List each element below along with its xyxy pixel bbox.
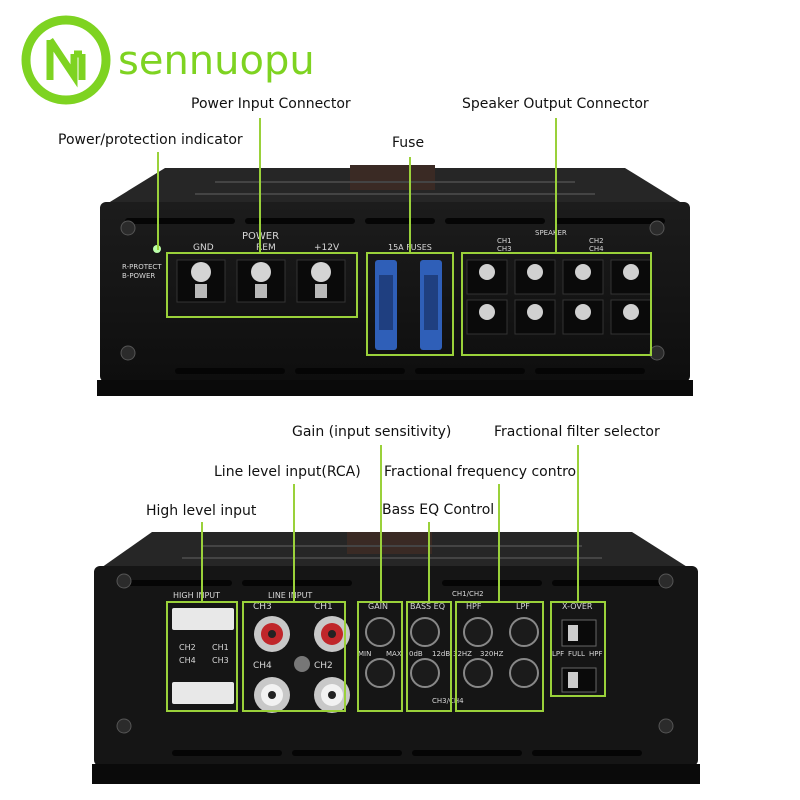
silk-hi-ch1: CH1 xyxy=(212,643,229,652)
silk-mode-full: FULL xyxy=(568,650,585,658)
silk-max: MAX xyxy=(386,650,402,658)
silk-gnd: GND xyxy=(193,243,214,253)
silk-320hz: 320HZ xyxy=(480,650,504,658)
silk-hi-ch4: CH4 xyxy=(179,656,196,665)
silk-lpf: LPF xyxy=(516,602,530,611)
high-input-box xyxy=(166,601,238,712)
callout-speaker-output: Speaker Output Connector xyxy=(462,96,649,112)
bass-eq-box xyxy=(406,601,452,712)
gain-box xyxy=(357,601,403,712)
speaker-connector-box xyxy=(461,252,652,356)
leader-freq xyxy=(498,484,500,601)
silk-hi-ch2: CH2 xyxy=(179,643,196,652)
bottom-amplifier-panel xyxy=(92,532,700,784)
leader-power xyxy=(259,118,261,252)
frequency-box xyxy=(455,601,544,712)
xover-box xyxy=(550,601,606,697)
silk-spk-ch4: CH4 xyxy=(589,245,604,253)
rca-input-box xyxy=(242,601,346,712)
leader-speaker xyxy=(555,118,557,252)
silk-rca-ch4: CH4 xyxy=(253,661,272,671)
callout-rca: Line level input(RCA) xyxy=(214,464,361,480)
callout-fuse: Fuse xyxy=(392,135,425,151)
silk-spk-ch2: CH2 xyxy=(589,237,604,245)
callout-bass-eq: Bass EQ Control xyxy=(382,502,495,518)
silk-rem: REM xyxy=(256,243,276,253)
silk-spk-ch3: CH3 xyxy=(497,245,512,253)
silk-mode-hpf: HPF xyxy=(589,650,603,658)
silk-rca-ch3: CH3 xyxy=(253,602,272,612)
silk-bass-eq: BASS EQ xyxy=(410,602,446,611)
callout-filter-selector: Fractional filter selector xyxy=(494,424,660,440)
callout-indicator: Power/protection indicator xyxy=(58,132,243,148)
silk-rca-ch2: CH2 xyxy=(314,661,333,671)
silk-speaker: SPEAKER xyxy=(535,229,567,237)
silk-hpf: HPF xyxy=(466,602,482,611)
silk-gain: GAIN xyxy=(368,602,389,611)
leader-filter xyxy=(577,445,579,601)
silk-ch1ch2: CH1/CH2 xyxy=(452,590,484,598)
leader-indicator xyxy=(157,152,159,250)
silk-0db: 0dB xyxy=(409,650,423,658)
silk-r-protect: R-PROTECT xyxy=(122,263,162,271)
silk-min: MIN xyxy=(358,650,372,658)
silk-line-input: LINE INPUT xyxy=(268,591,313,600)
silk-high-input: HIGH INPUT xyxy=(173,591,221,600)
callout-freq: Fractional frequency control xyxy=(384,464,580,480)
silk-12v: +12V xyxy=(314,243,340,253)
leader-rca xyxy=(293,484,295,601)
callout-high-level: High level input xyxy=(146,503,257,519)
brand-name: sennuopu xyxy=(118,38,315,84)
silk-ch3ch4: CH3/CH4 xyxy=(432,697,464,705)
silk-rca-ch1: CH1 xyxy=(314,602,333,612)
silk-hi-ch3: CH3 xyxy=(212,656,229,665)
silk-mode-lpf: LPF xyxy=(552,650,565,658)
leader-gain xyxy=(380,445,382,601)
sennuopu-logo xyxy=(21,15,111,105)
leader-high-level xyxy=(201,522,203,601)
silk-32hz: 32HZ xyxy=(453,650,472,658)
silk-spk-ch1: CH1 xyxy=(497,237,512,245)
callout-gain: Gain (input sensitivity) xyxy=(292,424,452,440)
top-amplifier-panel xyxy=(97,165,693,396)
silk-b-power: B-POWER xyxy=(122,272,156,280)
callout-power-input: Power Input Connector xyxy=(191,96,351,112)
power-connector-box xyxy=(166,252,358,318)
leader-fuse xyxy=(409,157,411,252)
silk-12db: 12dB xyxy=(432,650,451,658)
fuse-box xyxy=(366,252,454,356)
leader-bass-eq xyxy=(428,522,430,601)
silk-xover: X-OVER xyxy=(562,602,593,611)
